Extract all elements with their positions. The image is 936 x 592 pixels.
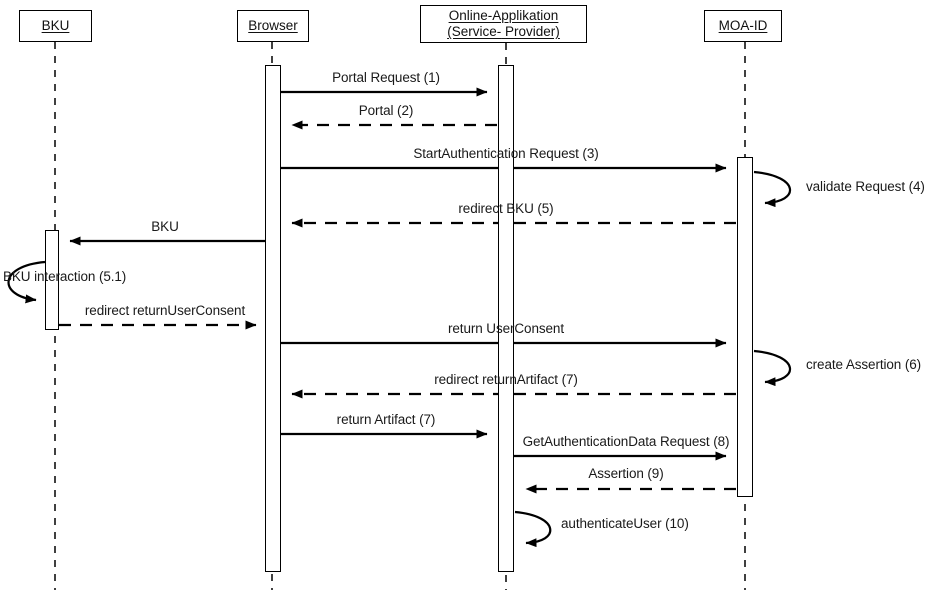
participant-label-online-applikation: Online-Applikation (Service- Provider): [425, 8, 582, 40]
arrow-bku-interaction-self: [7, 260, 46, 304]
message-label-startauthentication-request: StartAuthentication Request (3): [413, 146, 599, 161]
message-label-create-assertion: create Assertion (6): [806, 357, 922, 372]
message-label-bku-interaction: BKU interaction (5.1): [3, 269, 127, 284]
message-label-portal-request: Portal Request (1): [332, 70, 440, 85]
arrow-create-assertion-self: [753, 349, 792, 387]
participant-label-bku: BKU: [41, 18, 70, 34]
message-label-assertion-return: Assertion (9): [588, 466, 664, 481]
participant-header-moa-id[interactable]: MOA-ID: [704, 10, 782, 42]
participant-label-moa-id: MOA-ID: [718, 18, 768, 34]
activation-bar-browser: [265, 65, 281, 572]
arrow-authenticateuser-self: [514, 510, 552, 548]
participant-header-online-applikation[interactable]: Online-Applikation (Service- Provider): [420, 5, 587, 43]
activation-bar-moa-id: [737, 157, 753, 497]
message-label-redirect-returnuserconsent: redirect returnUserConsent: [84, 303, 246, 318]
oa-label-line-2: Provider): [505, 24, 560, 39]
message-label-return-userconsent: return UserConsent: [447, 321, 565, 336]
message-label-validate-request: validate Request (4): [806, 179, 925, 194]
message-label-portal-return: Portal (2): [358, 103, 414, 118]
oa-label-line-1: Online-Applikation (Service-: [447, 8, 559, 39]
activation-bar-bku: [45, 230, 59, 330]
message-label-authenticateuser: authenticateUser (10): [561, 516, 689, 531]
message-label-return-artifact: return Artifact (7): [336, 412, 436, 427]
message-arrows: [7, 87, 792, 548]
arrow-validate-request-self: [753, 170, 792, 208]
message-label-redirect-bku: redirect BKU (5): [458, 201, 554, 216]
message-label-getauthenticationdata-request: GetAuthenticationData Request (8): [522, 434, 730, 449]
participant-label-browser: Browser: [248, 18, 298, 34]
message-label-redirect-returnartifact: redirect returnArtifact (7): [434, 372, 578, 387]
participant-header-bku[interactable]: BKU: [19, 10, 92, 42]
activation-bar-online-applikation: [498, 65, 514, 572]
participant-header-browser[interactable]: Browser: [237, 10, 309, 42]
message-label-bku-call: BKU: [151, 219, 179, 234]
